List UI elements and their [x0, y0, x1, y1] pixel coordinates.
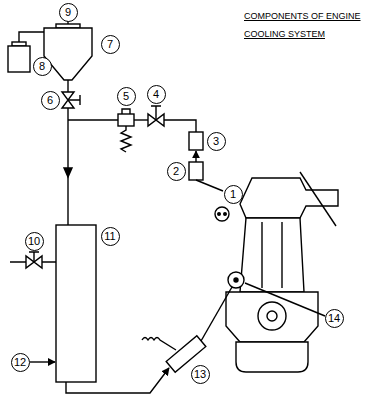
pulley-hub [234, 278, 238, 282]
flow-arrow [64, 168, 72, 177]
supply-pipe [67, 108, 68, 225]
spring-symbol [142, 338, 176, 351]
pump-to-engine-pipe [201, 287, 232, 341]
crank-circle [258, 302, 286, 330]
callout-number: 10 [25, 232, 44, 251]
callout-number: 8 [33, 57, 52, 76]
spring-symbol [121, 126, 131, 152]
callout-number: 13 [191, 365, 210, 384]
sensor-box [189, 132, 203, 150]
water-pump-pulley [228, 272, 244, 288]
fitting-circle [215, 207, 229, 221]
radiator [56, 225, 96, 382]
pipe-to-engine [196, 180, 223, 191]
pipe [134, 119, 148, 120]
thermostat-top [122, 109, 130, 114]
expansion-reservoir [8, 46, 30, 72]
valve-handle [29, 252, 39, 262]
callout-number: 2 [167, 162, 186, 181]
callout-number: 5 [117, 87, 136, 106]
leader-line [245, 283, 325, 316]
callout-number: 3 [207, 132, 226, 151]
thermostat-body [118, 114, 134, 126]
callout-number: 6 [41, 91, 60, 110]
valve-handle [151, 106, 161, 120]
callout-number: 11 [101, 227, 120, 246]
callout-number: 7 [101, 35, 120, 54]
tank-outlet [67, 80, 68, 92]
return-pipe [66, 368, 169, 393]
branch-pipe [68, 119, 118, 120]
callout-number: 9 [59, 3, 78, 22]
dipstick-line [300, 172, 336, 226]
crank-hub [267, 311, 277, 321]
pipe [164, 120, 196, 132]
callout-number: 4 [147, 85, 166, 104]
crankcase [226, 292, 318, 342]
flow-arrow [195, 151, 196, 162]
callout-number: 14 [325, 309, 344, 328]
dot [218, 213, 221, 216]
cylinder-head [240, 178, 338, 218]
sensor-box [189, 162, 203, 180]
air-inlet-arrow [30, 361, 55, 362]
callout-number: 1 [224, 185, 243, 204]
engine-block [240, 218, 304, 292]
oil-pan [236, 342, 308, 372]
valve-handle [68, 95, 80, 105]
cylinder-line [281, 222, 282, 288]
overflow-pipe [19, 32, 44, 42]
header-tank [44, 28, 92, 80]
callout-number: 12 [11, 353, 30, 372]
diagram-title: COMPONENTS OF ENGINE COOLING SYSTEM [244, 7, 366, 43]
cylinder-line [261, 222, 262, 288]
dot [224, 213, 227, 216]
